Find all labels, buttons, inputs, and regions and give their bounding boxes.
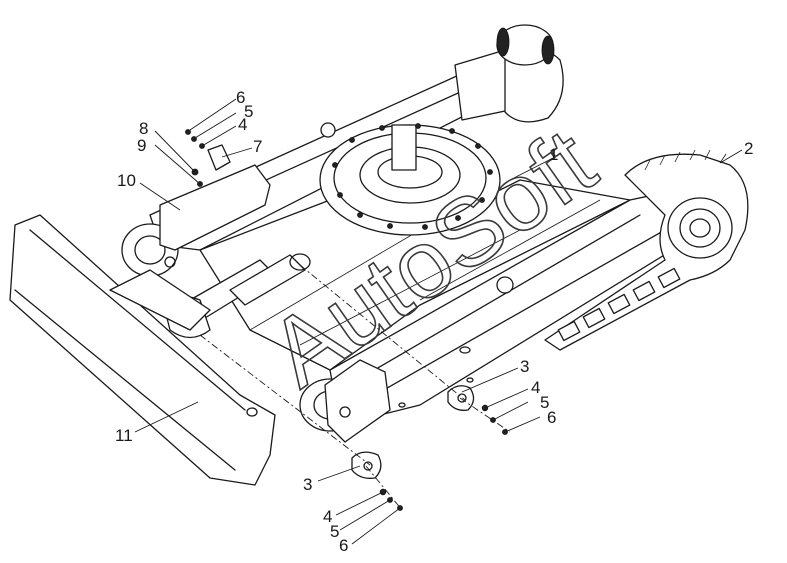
callout-9: 9 xyxy=(137,136,146,155)
callout-3: 3 xyxy=(303,475,312,494)
callout-5: 5 xyxy=(540,393,549,412)
callout-6: 6 xyxy=(236,88,245,107)
callout-labels: 1 2 3 3 4 4 4 5 5 5 6 6 6 7 8 9 10 11 xyxy=(115,88,753,555)
hardware xyxy=(185,122,514,511)
dozer-blade xyxy=(9,214,276,486)
callout-5: 5 xyxy=(244,102,253,121)
callout-4: 4 xyxy=(238,115,247,134)
callout-4: 4 xyxy=(531,378,540,397)
callout-2: 2 xyxy=(744,139,753,158)
front-idler-left xyxy=(121,164,271,277)
callout-7: 7 xyxy=(253,137,262,156)
top-sprocket xyxy=(496,24,555,66)
callout-4: 4 xyxy=(323,507,332,526)
callout-6: 6 xyxy=(339,536,348,555)
callout-11: 11 xyxy=(115,426,133,445)
callout-1: 1 xyxy=(549,145,558,164)
slewing-ring xyxy=(319,123,501,236)
callout-8: 8 xyxy=(139,119,148,138)
front-idler-right xyxy=(299,359,391,443)
center-lines xyxy=(199,264,511,511)
callout-6: 6 xyxy=(547,408,556,427)
callout-10: 10 xyxy=(117,171,136,190)
callout-3: 3 xyxy=(520,357,529,376)
track-chain xyxy=(544,149,749,351)
leader-lines xyxy=(134,98,743,545)
callout-5: 5 xyxy=(330,522,339,541)
